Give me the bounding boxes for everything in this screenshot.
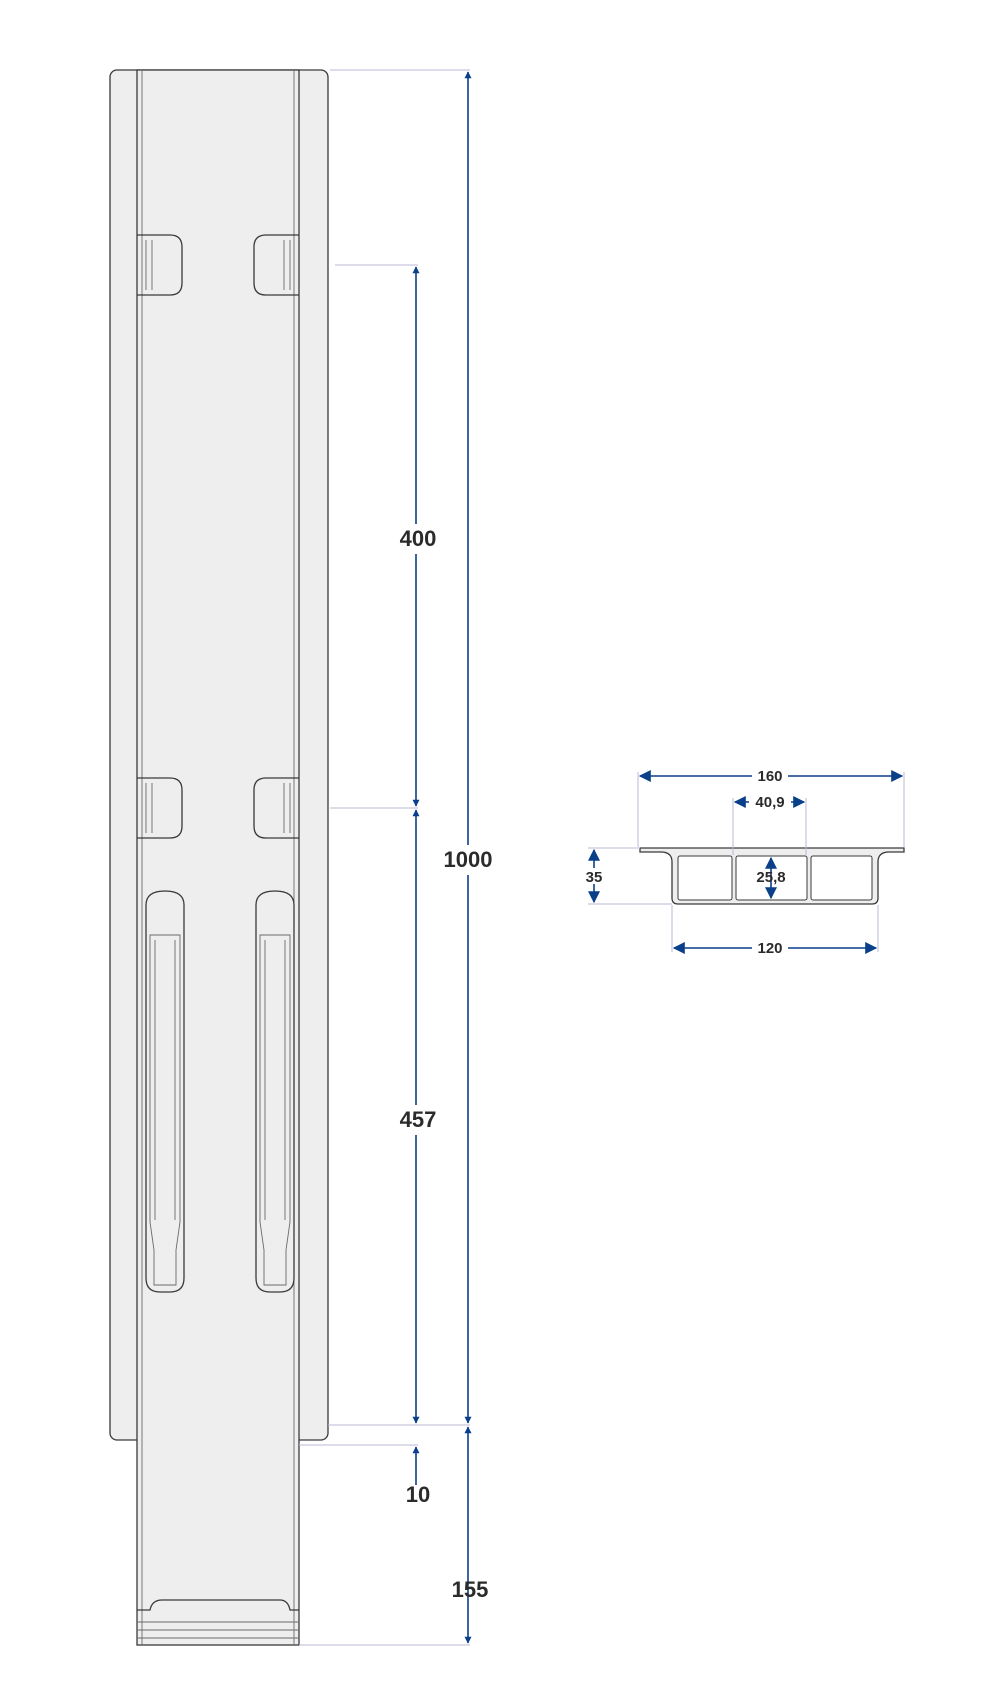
label-400: 400	[400, 526, 437, 551]
cross-label-backgrounds	[582, 767, 791, 957]
long-slot-right	[255, 890, 295, 1293]
chamber-left	[677, 855, 733, 901]
long-slot-left	[145, 890, 185, 1293]
label-155: 155	[452, 1577, 489, 1602]
chamber-right	[810, 855, 873, 901]
label-120: 120	[757, 940, 782, 957]
label-457: 457	[400, 1107, 437, 1132]
label-35: 35	[586, 869, 603, 886]
label-40-9: 40,9	[755, 794, 784, 811]
label-25-8: 25,8	[756, 869, 785, 886]
upper-slot-left	[137, 234, 183, 296]
label-10: 10	[406, 1482, 430, 1507]
front-label-backgrounds	[395, 524, 496, 1135]
front-view	[109, 69, 329, 1646]
channel-body	[136, 69, 300, 1646]
cross-extension-lines	[588, 772, 905, 952]
label-160: 160	[757, 768, 782, 785]
middle-slot-left	[137, 777, 183, 839]
bottom-foot	[137, 1599, 299, 1639]
label-1000: 1000	[444, 847, 493, 872]
front-extension-lines	[299, 69, 470, 1646]
middle-slot-right	[253, 777, 299, 839]
front-labels: 400 457 1000 10 155	[400, 526, 493, 1602]
cross-labels: 160 40,9 25,8 35 120	[586, 768, 786, 957]
upper-slot-right	[253, 234, 299, 296]
